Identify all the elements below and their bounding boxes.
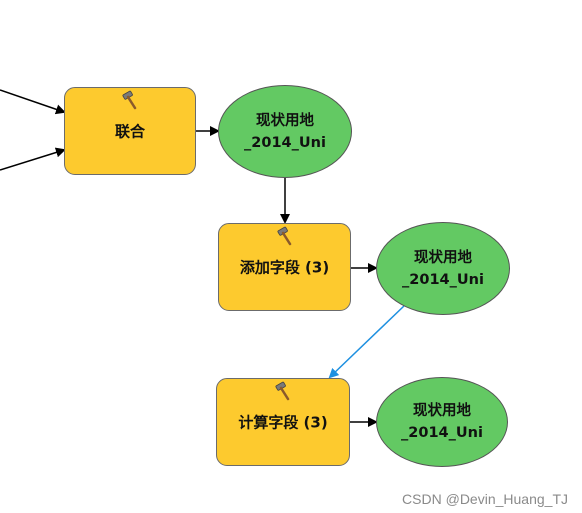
dataset-name-line1: 现状用地 — [414, 249, 472, 266]
calculate-field-output-dataset[interactable]: 现状用地 _2014_Uni — [376, 377, 508, 467]
dataset-name-line1: 现状用地 — [413, 403, 471, 419]
add-field-tool-label: 添加字段 (3) — [239, 258, 330, 277]
union-tool-label: 联合 — [114, 122, 145, 141]
dataset-name-line2: _2014_Uni — [244, 134, 326, 151]
dataset-name-line1: 现状用地 — [256, 112, 314, 129]
add-field-tool[interactable]: 添加字段 (3) — [218, 223, 351, 311]
input-connector-2[interactable] — [0, 147, 66, 171]
output-to-calc-field-connector[interactable] — [328, 304, 406, 379]
hammer-icon — [275, 381, 290, 401]
hammer-icon — [122, 90, 137, 110]
union-tool[interactable]: 联合 — [64, 87, 196, 175]
watermark: CSDN @Devin_Huang_TJ — [402, 491, 568, 507]
add-field-output-dataset[interactable]: 现状用地 _2014_Uni — [376, 222, 510, 315]
calculate-field-tool-label: 计算字段 (3) — [238, 413, 328, 432]
calculate-field-tool[interactable]: 计算字段 (3) — [216, 378, 350, 466]
input-connector-1[interactable] — [0, 89, 66, 115]
hammer-icon — [277, 226, 291, 246]
union-output-dataset[interactable]: 现状用地 _2014_Uni — [218, 85, 352, 178]
dataset-name-line2: _2014_Uni — [401, 425, 483, 441]
dataset-name-line2: _2014_Uni — [402, 271, 484, 288]
